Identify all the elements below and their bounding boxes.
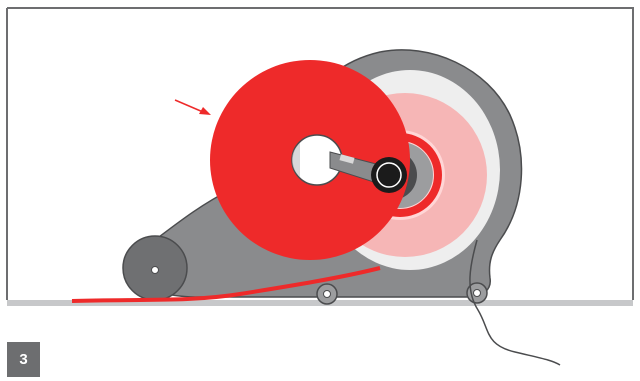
- frame-border: [7, 7, 634, 300]
- dangling-cord: [469, 239, 561, 366]
- rear-foot-pin: [473, 289, 481, 297]
- red-pointer-arrow: [174, 99, 211, 115]
- front-foot-pin: [323, 290, 331, 298]
- tape-strip: [71, 266, 381, 303]
- red-tape-roll: [210, 60, 410, 260]
- floor-line: [7, 300, 633, 306]
- step-badge: 3: [7, 342, 40, 377]
- left-drum-pin: [151, 266, 159, 274]
